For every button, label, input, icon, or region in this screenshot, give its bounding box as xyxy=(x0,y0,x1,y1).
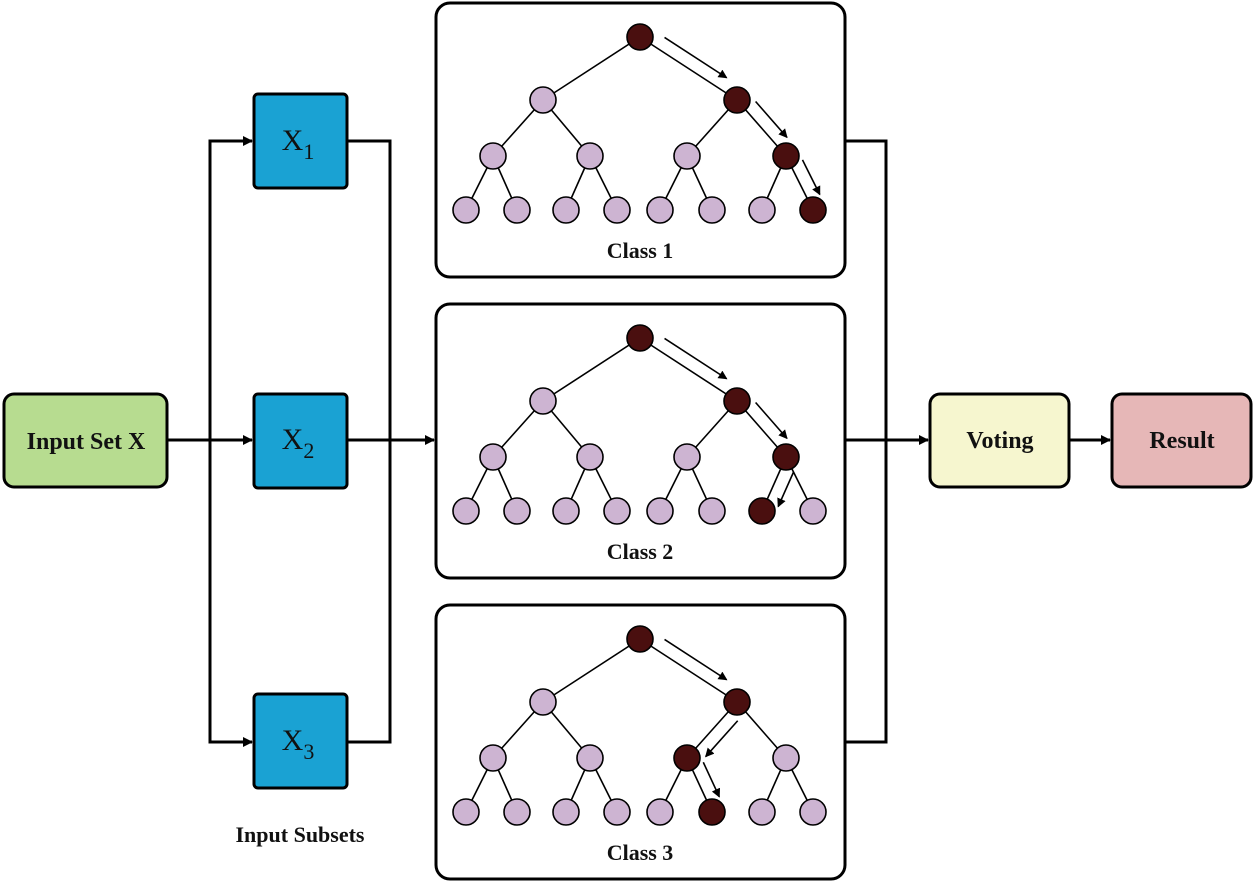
tree-node-path xyxy=(673,744,701,772)
tree-node-path xyxy=(772,142,800,170)
subset-x3-rect xyxy=(252,692,349,790)
input-set-rect xyxy=(2,392,169,489)
subset-x2: X2 xyxy=(252,392,349,490)
tree-node-path xyxy=(772,443,800,471)
tree-class-label: Class 2 xyxy=(607,539,674,564)
result-label: Result xyxy=(1149,428,1214,454)
tree-node xyxy=(552,497,580,525)
subset-x2-rect xyxy=(252,392,349,490)
tree-node xyxy=(646,798,674,826)
tree-edge xyxy=(639,36,738,101)
tree-panel-class-1: Class 1 xyxy=(434,1,847,279)
line-x1-out xyxy=(348,139,392,440)
tree-node-path xyxy=(748,497,776,525)
decision-arrow xyxy=(664,36,728,79)
voting-box: Voting xyxy=(928,392,1071,489)
subset-x1-rect xyxy=(252,92,349,190)
tree-node-path xyxy=(723,688,751,716)
subset-x1: X1 xyxy=(252,92,349,190)
decision-arrow xyxy=(664,638,728,681)
line-tree3-out xyxy=(846,440,888,744)
decision-arrow xyxy=(664,337,728,380)
tree-edge xyxy=(542,638,641,703)
tree-node xyxy=(772,744,800,772)
tree-node xyxy=(552,798,580,826)
tree-node xyxy=(748,798,776,826)
tree-node xyxy=(479,443,507,471)
tree-panel-class-2: Class 2 xyxy=(434,302,847,580)
subset-x3-label: X3 xyxy=(282,724,315,764)
result-rect xyxy=(1110,392,1253,489)
decision-arrow xyxy=(705,720,739,758)
tree-node xyxy=(576,744,604,772)
result-box: Result xyxy=(1110,392,1253,489)
tree-panel-rect xyxy=(434,603,847,881)
tree-node-path xyxy=(723,86,751,114)
decision-arrow xyxy=(777,471,795,508)
tree-node xyxy=(479,142,507,170)
tree-panel-rect xyxy=(434,1,847,279)
tree-node xyxy=(452,196,480,224)
tree-edge xyxy=(639,337,738,402)
tree-node xyxy=(529,86,557,114)
tree-node xyxy=(673,142,701,170)
tree-node xyxy=(748,196,776,224)
tree-node-path xyxy=(626,324,654,352)
tree-node-path xyxy=(626,23,654,51)
tree-node xyxy=(503,497,531,525)
tree-class-label: Class 1 xyxy=(607,238,674,263)
subset-x3: X3 xyxy=(252,692,349,790)
tree-node xyxy=(799,798,827,826)
tree-node xyxy=(503,798,531,826)
arrow-to-x1 xyxy=(208,136,253,440)
tree-node xyxy=(452,798,480,826)
input-subsets-caption: Input Subsets xyxy=(235,822,364,847)
tree-node xyxy=(479,744,507,772)
line-tree1-out xyxy=(846,139,888,440)
subset-x2-label: X2 xyxy=(282,423,315,463)
input-set-box: Input Set X xyxy=(2,392,169,489)
connectors xyxy=(168,136,1111,747)
tree-panel-rect xyxy=(434,302,847,580)
voting-rect xyxy=(928,392,1071,489)
decision-arrow xyxy=(801,159,821,196)
tree-node xyxy=(646,196,674,224)
tree-node xyxy=(529,387,557,415)
tree-node-path xyxy=(698,798,726,826)
tree-edge xyxy=(639,638,738,703)
tree-node xyxy=(452,497,480,525)
tree-node-path xyxy=(626,625,654,653)
tree-node xyxy=(603,497,631,525)
tree-node-path xyxy=(723,387,751,415)
tree-node xyxy=(698,497,726,525)
decision-arrow xyxy=(755,100,788,139)
tree-edge xyxy=(542,36,641,101)
tree-node xyxy=(673,443,701,471)
tree-node xyxy=(576,142,604,170)
tree-node xyxy=(646,497,674,525)
input-set-label: Input Set X xyxy=(27,429,146,455)
tree-class-label: Class 3 xyxy=(607,840,674,865)
tree-node xyxy=(552,196,580,224)
decision-arrow xyxy=(755,401,788,440)
decision-arrow xyxy=(702,761,721,798)
tree-edge xyxy=(542,337,641,402)
tree-node-path xyxy=(799,196,827,224)
subset-x1-label: X1 xyxy=(282,124,315,164)
tree-node xyxy=(603,196,631,224)
tree-panel-class-3: Class 3 xyxy=(434,603,847,881)
tree-node xyxy=(503,196,531,224)
voting-label: Voting xyxy=(966,428,1033,454)
tree-node xyxy=(698,196,726,224)
line-x3-out xyxy=(348,440,392,744)
arrow-to-x3 xyxy=(208,440,253,747)
tree-node xyxy=(603,798,631,826)
tree-node xyxy=(799,497,827,525)
tree-node xyxy=(529,688,557,716)
tree-node xyxy=(576,443,604,471)
